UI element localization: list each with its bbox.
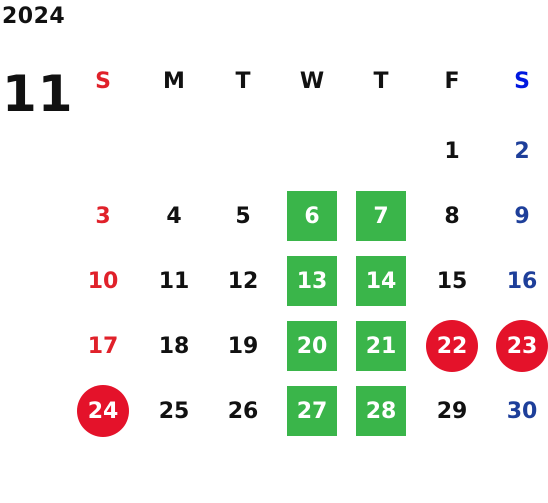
day-cell[interactable]: 9	[492, 191, 548, 241]
day-cell[interactable]: 18	[144, 321, 204, 371]
day-cell[interactable]: 20	[282, 321, 342, 371]
day-cell[interactable]: 19	[213, 321, 273, 371]
day-cell[interactable]: 8	[422, 191, 482, 241]
day-number: 28	[356, 386, 406, 436]
weekday-header: M	[163, 68, 185, 94]
day-number: 16	[506, 268, 538, 294]
day-number: 10	[87, 268, 119, 294]
day-cell[interactable]: 23	[492, 320, 548, 372]
day-cell[interactable]: 3	[73, 191, 133, 241]
day-cell[interactable]: 6	[282, 191, 342, 241]
day-number: 17	[87, 333, 119, 359]
day-cell[interactable]: 29	[422, 386, 482, 436]
day-number: 2	[514, 138, 530, 164]
day-number: 7	[356, 191, 406, 241]
day-number: 27	[287, 386, 337, 436]
day-cell[interactable]: 14	[351, 256, 411, 306]
day-cell[interactable]: 5	[213, 191, 273, 241]
day-cell[interactable]: 7	[351, 191, 411, 241]
day-number: 19	[227, 333, 259, 359]
weekday-header: S	[514, 68, 530, 94]
day-number: 1	[444, 138, 460, 164]
day-cell[interactable]: 28	[351, 386, 411, 436]
day-cell[interactable]: 4	[144, 191, 204, 241]
day-number: 8	[444, 203, 460, 229]
day-number: 15	[436, 268, 468, 294]
year-label: 2024	[2, 4, 66, 29]
day-cell[interactable]: 16	[492, 256, 548, 306]
weekday-header: F	[444, 68, 460, 94]
day-cell[interactable]: 26	[213, 386, 273, 436]
weekday-header: W	[299, 68, 325, 94]
day-number: 4	[166, 203, 182, 229]
day-cell[interactable]: 15	[422, 256, 482, 306]
day-cell[interactable]: 12	[213, 256, 273, 306]
day-number: 20	[287, 321, 337, 371]
day-cell[interactable]: 24	[73, 385, 133, 437]
day-number: 26	[227, 398, 259, 424]
day-cell[interactable]: 1	[422, 126, 482, 176]
day-cell[interactable]: 13	[282, 256, 342, 306]
day-number: 24	[77, 385, 129, 437]
weekday-header: T	[235, 68, 251, 94]
day-cell[interactable]: 10	[73, 256, 133, 306]
day-number: 21	[356, 321, 406, 371]
day-number: 18	[158, 333, 190, 359]
weekday-header: S	[95, 68, 111, 94]
day-cell[interactable]: 27	[282, 386, 342, 436]
weekday-header: T	[373, 68, 389, 94]
day-number: 22	[426, 320, 478, 372]
day-number: 11	[158, 268, 190, 294]
day-cell[interactable]: 25	[144, 386, 204, 436]
day-cell[interactable]: 30	[492, 386, 548, 436]
day-cell[interactable]: 22	[422, 320, 482, 372]
day-number: 12	[227, 268, 259, 294]
day-cell[interactable]: 2	[492, 126, 548, 176]
day-cell[interactable]: 11	[144, 256, 204, 306]
day-number: 3	[95, 203, 111, 229]
day-number: 30	[506, 398, 538, 424]
day-number: 9	[514, 203, 530, 229]
day-cell[interactable]: 21	[351, 321, 411, 371]
day-number: 6	[287, 191, 337, 241]
day-number: 14	[356, 256, 406, 306]
day-number: 25	[158, 398, 190, 424]
month-label: 11	[2, 65, 74, 123]
day-number: 13	[287, 256, 337, 306]
day-number: 23	[496, 320, 548, 372]
day-number: 29	[436, 398, 468, 424]
day-number: 5	[235, 203, 251, 229]
day-cell[interactable]: 17	[73, 321, 133, 371]
